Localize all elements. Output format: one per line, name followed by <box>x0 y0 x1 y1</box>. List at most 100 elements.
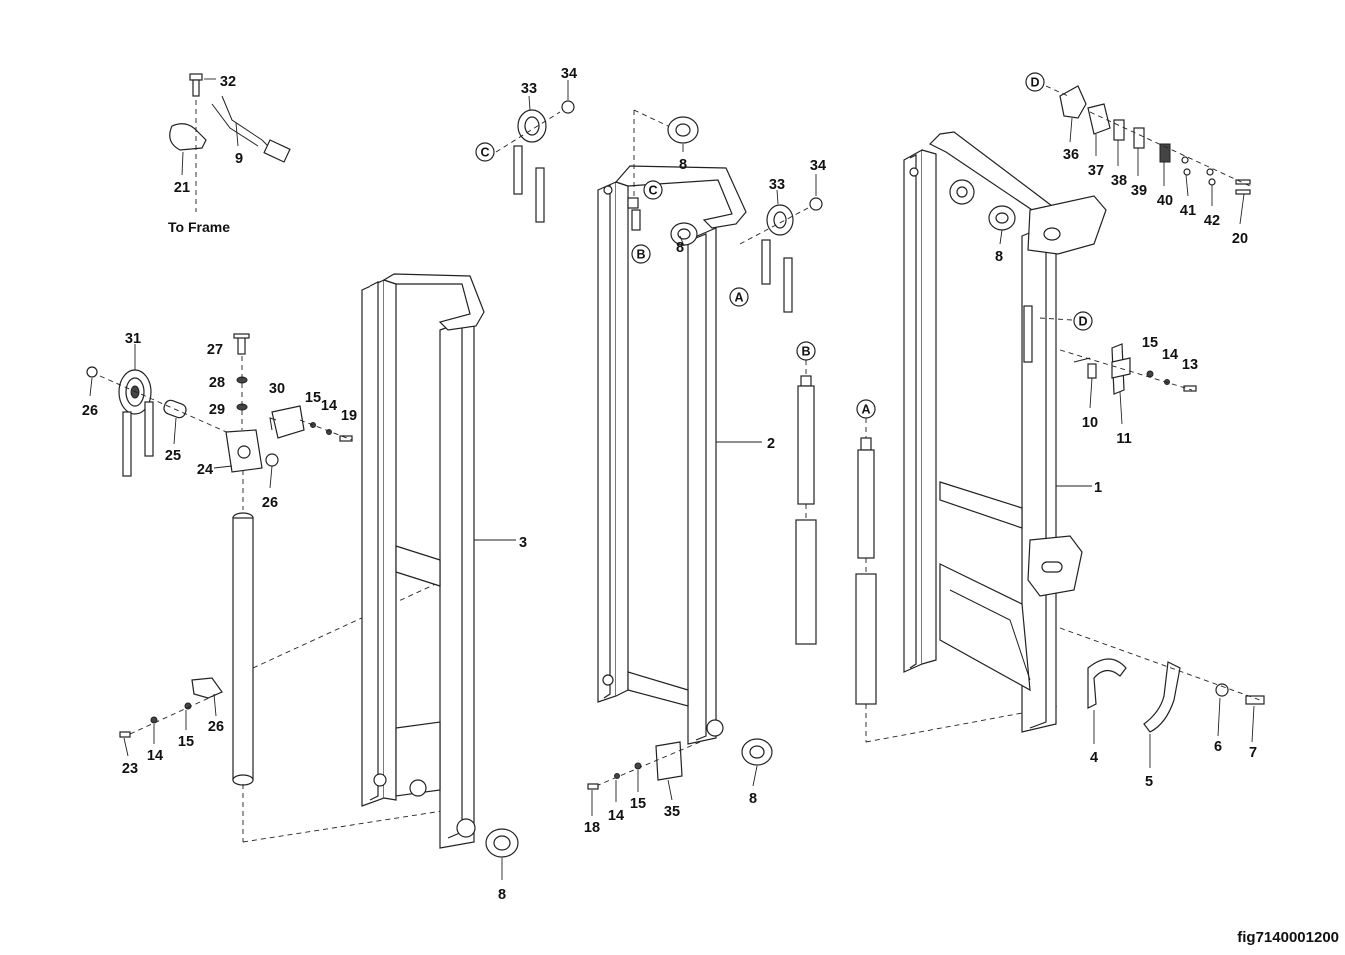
label-14-d: 14 <box>1162 347 1178 363</box>
chain-mid-d <box>783 257 793 313</box>
label-18: 18 <box>584 820 600 836</box>
callout-c-2-text: C <box>648 184 657 198</box>
callout-d-2-text: D <box>1078 315 1087 329</box>
label-26-a: 26 <box>82 403 98 419</box>
label-38: 38 <box>1111 173 1127 189</box>
bolt-7 <box>1245 695 1265 705</box>
label-29: 29 <box>209 402 225 418</box>
callout-b-1-text: B <box>636 248 645 262</box>
mid-sheave-group <box>495 80 823 313</box>
callout-b-1 <box>631 244 651 264</box>
clip-26-c <box>191 677 223 699</box>
label-8-d: 8 <box>749 791 757 807</box>
label-14-b: 14 <box>147 748 163 764</box>
label-11: 11 <box>1116 431 1131 447</box>
nut-42-b <box>1208 178 1216 186</box>
label-40: 40 <box>1157 193 1173 209</box>
sensor-cable <box>221 95 271 149</box>
cylinder-b-rod <box>797 385 815 505</box>
callout-b-2-text: B <box>801 345 810 359</box>
clip-36 <box>1059 85 1087 119</box>
mast-1-slot <box>1023 305 1033 363</box>
callout-d-1-text: D <box>1030 76 1039 90</box>
label-34-b: 34 <box>810 158 826 174</box>
bolt-23 <box>119 731 131 738</box>
label-7: 7 <box>1249 745 1257 761</box>
screw-18 <box>587 783 599 790</box>
label-19: 19 <box>341 408 357 424</box>
label-25: 25 <box>165 448 181 464</box>
washer-41-a <box>1181 156 1189 164</box>
washer-14-c <box>614 773 620 779</box>
callout-circles: C C B A B A D D <box>475 72 1093 419</box>
washer-41-b <box>1183 168 1191 176</box>
label-32: 32 <box>220 74 236 90</box>
chain-mid-c <box>761 239 771 285</box>
to-frame-note: To Frame <box>168 219 230 235</box>
plate-35 <box>655 741 683 781</box>
label-41: 41 <box>1180 203 1196 219</box>
label-26-b: 26 <box>262 495 278 511</box>
cap-5 <box>1143 661 1181 733</box>
washer-6 <box>1215 683 1229 697</box>
chain-left <box>122 401 154 477</box>
trunnion-group <box>1059 627 1265 733</box>
mast-2-top-crossbar <box>614 165 747 229</box>
label-8-b: 8 <box>679 157 687 173</box>
mast-2-bottom-crossbar <box>627 671 689 707</box>
bracket-37 <box>1087 103 1111 135</box>
bolt-20-a <box>1235 179 1251 185</box>
label-23: 23 <box>122 761 138 777</box>
outer-mast-1 <box>903 131 1107 733</box>
cylinder-a-body <box>855 573 877 705</box>
label-14-c: 14 <box>608 808 624 824</box>
bolt-27 <box>237 335 246 355</box>
mast-1-mid-crossbar <box>939 481 1023 529</box>
cylinder-body <box>232 517 254 781</box>
callout-d-2 <box>1073 311 1093 331</box>
label-37: 37 <box>1088 163 1104 179</box>
figure-id: fig7140001200 <box>1237 929 1339 946</box>
label-1: 1 <box>1094 480 1102 496</box>
bolt-32-shank <box>192 79 200 97</box>
nut-15-c <box>634 762 642 770</box>
label-35: 35 <box>664 804 680 820</box>
label-14-a: 14 <box>321 398 337 414</box>
label-8-c: 8 <box>676 240 684 256</box>
nut-42-a <box>1206 168 1214 176</box>
sensor-10 <box>1087 363 1097 379</box>
cylinder-b-body <box>795 519 817 645</box>
label-24: 24 <box>197 462 213 478</box>
plate-38 <box>1113 119 1125 141</box>
part-labels: 32 9 21 To Frame 31 26 25 24 26 27 28 29… <box>82 66 1257 903</box>
sensor-assembly <box>169 73 291 212</box>
plate-30 <box>271 405 305 439</box>
anchor-40 <box>1159 143 1171 163</box>
chain-mid-a <box>513 145 523 195</box>
label-5: 5 <box>1145 774 1153 790</box>
label-30: 30 <box>269 381 285 397</box>
label-15-b: 15 <box>178 734 194 750</box>
label-9: 9 <box>235 151 243 167</box>
bolt-19 <box>339 435 353 442</box>
sensor-bracket-group <box>1059 343 1197 395</box>
label-36: 36 <box>1063 147 1079 163</box>
label-2: 2 <box>767 436 775 452</box>
label-34-a: 34 <box>561 66 577 82</box>
callout-a-1-text: A <box>734 291 743 305</box>
inner-mast-3 <box>361 273 519 858</box>
callout-a-2 <box>856 399 876 419</box>
mast-1-base-frame <box>939 563 1031 692</box>
nut-15-d <box>1146 370 1154 378</box>
callout-c-1-text: C <box>480 146 489 160</box>
mast-3-bottom-bracket <box>395 721 441 797</box>
plate-39 <box>1133 127 1145 149</box>
clamp-21 <box>169 123 207 151</box>
label-15-c: 15 <box>630 796 646 812</box>
ring-26-a <box>86 366 98 378</box>
label-15-d: 15 <box>1142 335 1158 351</box>
label-3: 3 <box>519 535 527 551</box>
intermediate-mast-2 <box>587 109 773 790</box>
